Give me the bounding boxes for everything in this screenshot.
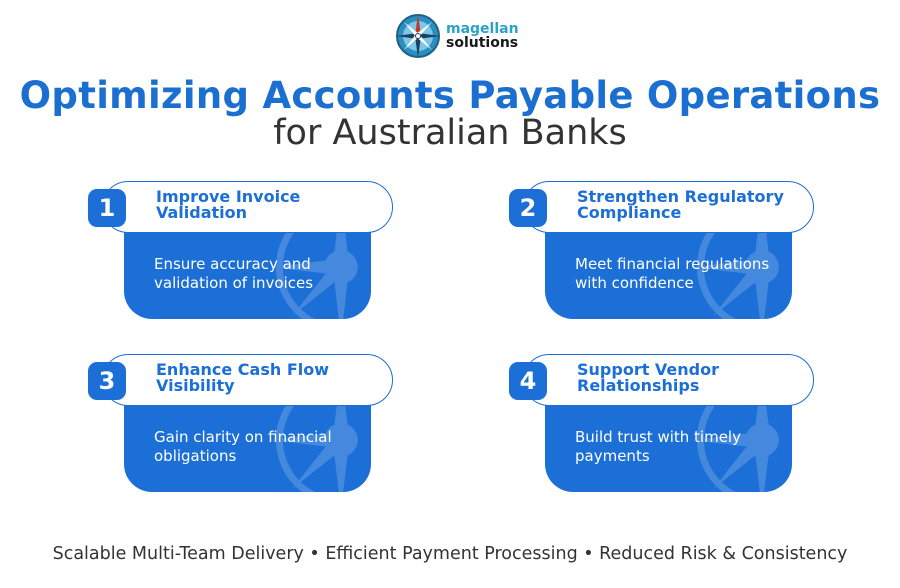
compass-watermark-icon: [271, 217, 371, 319]
benefit-card-2: 2 Strengthen Regulatory Compliance Meet …: [505, 181, 817, 321]
logo-line2: solutions: [446, 35, 519, 51]
card-description: Ensure accuracy and validation of invoic…: [154, 255, 314, 292]
card-title: Enhance Cash Flow Visibility: [156, 360, 330, 395]
card-title: Improve Invoice Validation: [156, 187, 301, 222]
magellan-logo: magellan solutions: [394, 12, 519, 60]
card-title-pill: [523, 354, 814, 406]
card-title-pill: [102, 181, 393, 233]
card-title: Support Vendor Relationships: [577, 360, 720, 395]
card-title-pill: [102, 354, 393, 406]
logo-line1: magellan: [446, 21, 519, 37]
card-body: [124, 390, 371, 492]
card-description: Build trust with timely payments: [575, 428, 741, 465]
card-description: Meet financial regulations with confiden…: [575, 255, 770, 292]
card-body: [124, 217, 371, 319]
page-subtitle: for Australian Banks: [273, 113, 627, 153]
compass-watermark-icon: [692, 390, 792, 492]
card-body: [545, 390, 792, 492]
step-number-badge: 1: [88, 189, 126, 227]
step-number-badge: 3: [88, 362, 126, 400]
footer-tagline: Scalable Multi-Team Delivery • Efficient…: [52, 544, 848, 564]
step-number-badge: 2: [509, 189, 547, 227]
benefit-card-3: 3 Enhance Cash Flow Visibility Gain clar…: [84, 354, 396, 494]
card-body: [545, 217, 792, 319]
card-description: Gain clarity on financial obligations: [154, 428, 332, 465]
compass-watermark-icon: [271, 390, 371, 492]
benefit-card-4: 4 Support Vendor Relationships Build tru…: [505, 354, 817, 494]
card-title: Strengthen Regulatory Compliance: [577, 187, 784, 222]
page-title: Optimizing Accounts Payable Operations: [19, 74, 881, 117]
step-number-badge: 4: [509, 362, 547, 400]
benefit-card-1: 1 Improve Invoice Validation Ensure accu…: [84, 181, 396, 321]
card-title-pill: [523, 181, 814, 233]
compass-watermark-icon: [692, 217, 792, 319]
compass-icon: [396, 14, 440, 58]
